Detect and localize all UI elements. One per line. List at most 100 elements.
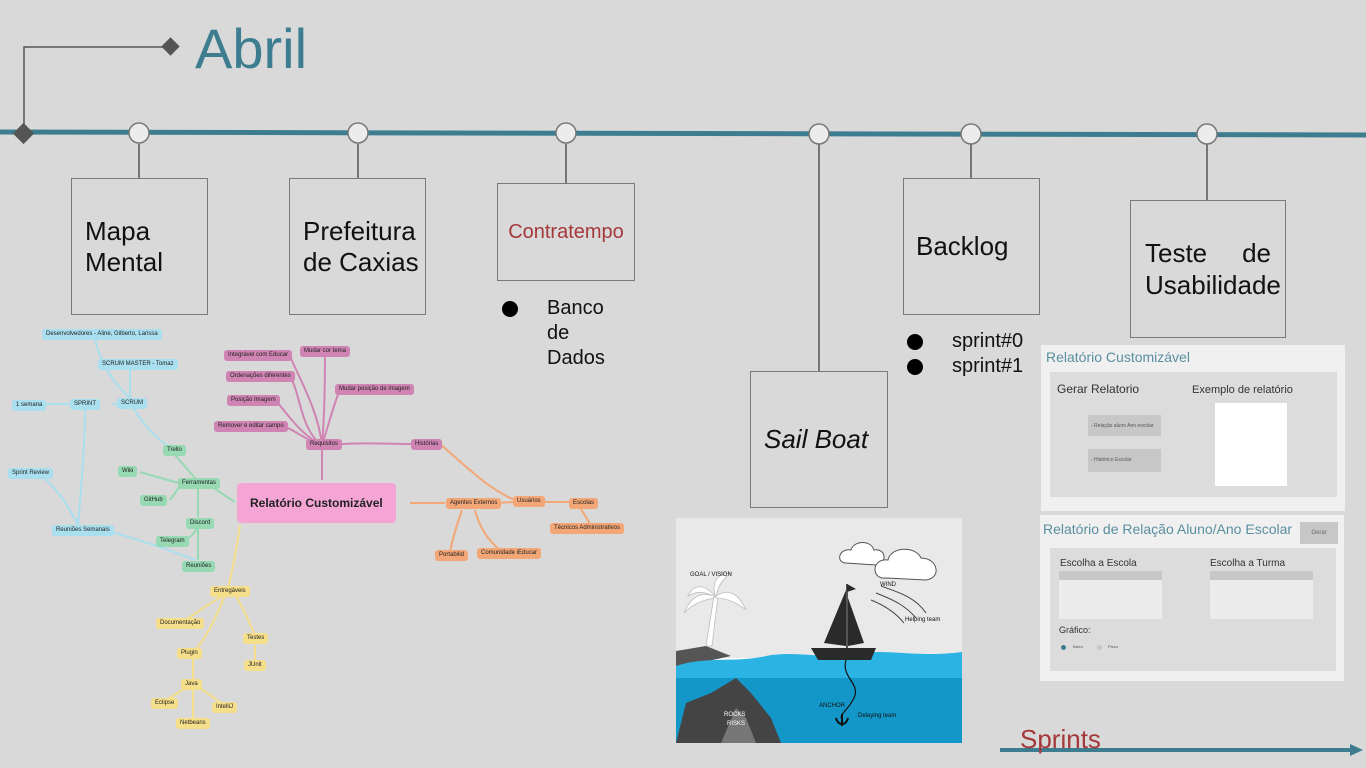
mind-map-node: Testes [243, 633, 269, 644]
milestone-card-mapa-mental: Mapa Mental [71, 178, 208, 315]
sail-boat-illustration: GOAL / VISION WIND Helping team ANCHOR D… [676, 518, 962, 743]
sail-label-risks: RISKS [727, 721, 745, 727]
mind-map-node: Entregáveis [210, 586, 250, 597]
mind-map-node: Eclipse [151, 698, 179, 709]
mind-map-node: SPRINT [70, 399, 101, 410]
bullet-item: sprint#0 [907, 329, 1023, 354]
milestone-node [128, 122, 150, 144]
mind-map-node: IntelliJ [212, 702, 238, 713]
mind-map-node: Portabilid [435, 550, 469, 561]
turma-select-list[interactable] [1210, 571, 1313, 619]
gerar-relatorio-button[interactable]: Gerar Relatório [1300, 522, 1338, 558]
mind-map-node: Telegram [156, 536, 189, 547]
sail-label-anchor: ANCHOR [819, 703, 846, 709]
mind-map-node: 1 semana [12, 400, 47, 411]
mind-map-node: JUnit [244, 660, 266, 671]
milestone-label: Mapa Mental [85, 215, 164, 277]
mind-map-node: Integrável com Educar [224, 350, 293, 361]
milestone-node [808, 123, 830, 145]
radio-barra-icon[interactable] [1061, 645, 1066, 650]
mind-map-node: Usuários [513, 496, 545, 507]
mind-map-node: Histórias [411, 439, 443, 450]
mind-map-node: GitHub [140, 495, 167, 506]
report-title: Relatório de Relação Aluno/Ano Escolar [1043, 521, 1293, 537]
gerar-relatorio-label: Gerar Relatorio [1057, 382, 1140, 396]
milestone-card-backlog: Backlog [903, 178, 1040, 315]
mind-map-node: Desenvolvedores - Aline, Gilberto, Laris… [42, 329, 162, 340]
milestone-label: Contratempo [508, 220, 624, 243]
contratempo-bullet-list: Banco de Dados [502, 296, 627, 371]
mind-map-node: Plugin [177, 648, 202, 659]
sail-label-rocks: ROCKS [724, 712, 745, 718]
report-preview-image [1215, 403, 1287, 486]
radio-pizza-icon[interactable] [1097, 645, 1102, 650]
radio-pizza-label: Pizza [1108, 644, 1118, 649]
mind-map-node: Sprint Review [8, 468, 54, 479]
mind-map-node: Ferramentas [178, 478, 221, 489]
relacao-aluno-button[interactable]: - Relação aluno Ano escolar [1088, 415, 1161, 436]
bullet-dot-icon [907, 359, 923, 375]
mind-map-node: Java [181, 679, 202, 690]
mind-map-node: Mudar cor tema [300, 346, 351, 357]
sail-label-wind: WIND [880, 582, 897, 588]
mind-map-node: Técnicos Administrativos [550, 523, 625, 534]
sail-label-goal: GOAL / VISION [690, 572, 732, 578]
mind-map-node: Trello [163, 445, 186, 456]
bullet-dot-icon [502, 301, 518, 317]
timeline-title: Abril [195, 17, 308, 80]
mind-map-node: Reuniões [182, 561, 216, 572]
mind-map-node: SCRUM [117, 398, 147, 409]
grafico-label: Gráfico: [1059, 625, 1091, 635]
mind-map-node: Ordenações diferentes [226, 371, 295, 382]
title-diamond-marker [161, 37, 180, 56]
mind-map-node: Documentação [156, 618, 205, 629]
milestone-card-prefeitura: Prefeitura de Caxias [289, 178, 426, 315]
mind-map-node: Wiki [118, 466, 138, 477]
milestone-card-contratempo: Contratempo [497, 183, 635, 281]
bullet-item: sprint#1 [907, 354, 1023, 379]
milestone-connectors [138, 144, 1208, 371]
mind-map-node: Escolas [569, 498, 599, 509]
mind-map-node: Discord [186, 518, 215, 529]
milestone-node [1196, 123, 1218, 145]
milestone-node [347, 122, 369, 144]
mind-map-node: SCRUM MASTER - Tomaz [98, 359, 178, 370]
escolha-escola-label: Escolha a Escola [1060, 558, 1137, 569]
milestone-card-sail-boat: Sail Boat [750, 371, 888, 508]
milestone-label: Teste de Usabilidade [1145, 238, 1281, 300]
mind-map-node: Posição Imagem [227, 395, 280, 406]
sail-label-delaying: Delaying team [858, 713, 896, 719]
mind-map-node: Requisitos [306, 439, 343, 450]
radio-barra-label: Barra [1073, 644, 1083, 649]
bullet-item: Banco de Dados [502, 296, 627, 371]
milestone-label: Prefeitura de Caxias [303, 215, 419, 277]
exemplo-relatorio-label: Exemplo de relatório [1192, 384, 1293, 396]
bullet-dot-icon [907, 334, 923, 350]
report-mockup-aluno-ano: Relatório de Relação Aluno/Ano Escolar G… [1040, 515, 1344, 681]
sprints-arrow-head [1350, 744, 1363, 756]
escola-select-list[interactable] [1059, 571, 1162, 619]
historico-escolar-button[interactable]: - Histórico Escolar [1088, 449, 1161, 472]
mind-map: Desenvolvedores - Aline, Gilberto, Laris… [0, 320, 640, 760]
milestone-node [960, 123, 982, 145]
report-mockup-customizavel: Relatório Customizável Gerar Relatorio E… [1041, 345, 1345, 511]
mind-map-center-node: Relatório Customizável [237, 483, 396, 523]
timeline-line [0, 129, 1366, 138]
backlog-bullet-list: sprint#0 sprint#1 [907, 329, 1023, 379]
mind-map-node: Comunidade iEducar [477, 548, 542, 559]
sprints-label: Sprints [1020, 724, 1101, 754]
report-title: Relatório Customizável [1046, 349, 1190, 365]
mind-map-node: Reuniões Semanais [52, 525, 114, 536]
sail-label-helping: Helping team [905, 617, 940, 623]
milestone-node [555, 122, 577, 144]
milestone-label: Sail Boat [764, 424, 869, 454]
start-diamond-marker [12, 122, 35, 145]
title-connector [23, 46, 170, 133]
mind-map-links [39, 338, 591, 718]
mind-map-node: Agentes Externos [446, 498, 502, 509]
milestone-label: Backlog [916, 231, 1009, 261]
mind-map-node: Mudar posição de imagem [335, 384, 414, 395]
milestone-card-teste-usabilidade: Teste de Usabilidade [1130, 200, 1286, 338]
escolha-turma-label: Escolha a Turma [1210, 558, 1286, 569]
